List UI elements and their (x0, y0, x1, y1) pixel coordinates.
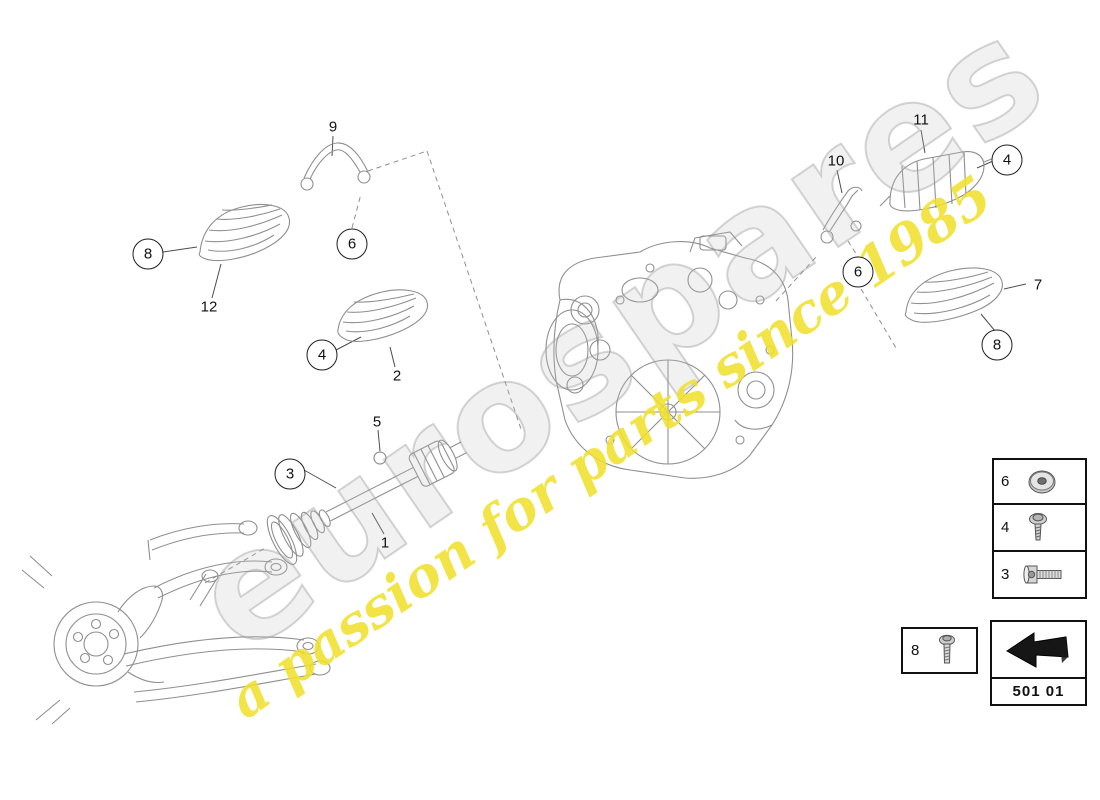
callout-11: 11 (913, 111, 929, 129)
washer-bushing-icon (1028, 470, 1056, 493)
legend-item-6: 6 (992, 458, 1087, 505)
callout-1: 1 (380, 534, 390, 552)
part-code-box: 501 01 (990, 620, 1087, 706)
callout-2: 2 (392, 367, 402, 385)
callout-12: 12 (200, 298, 218, 316)
callout-4-left: 4 (306, 339, 338, 371)
callout-8-left: 8 (132, 238, 164, 270)
dashed-construction-lines (204, 150, 897, 584)
legend-number: 6 (1001, 473, 1010, 490)
fastener-legend: 6 4 3 (992, 458, 1087, 599)
bracket-10-drawing (820, 186, 863, 244)
heat-shield-12-drawing (198, 203, 291, 262)
direction-arrow-area (992, 622, 1085, 679)
legend-number: 4 (1001, 519, 1010, 536)
bracket-9-drawing (300, 142, 371, 191)
callout-5: 5 (372, 413, 382, 431)
rear-suspension-drawing (21, 520, 331, 725)
callout-10: 10 (827, 152, 845, 170)
legend-item-4: 4 (992, 505, 1087, 552)
callout-9: 9 (328, 118, 338, 136)
callout-8-right: 8 (981, 329, 1013, 361)
legend-item-3: 3 (992, 552, 1087, 599)
callout-6-right: 6 (842, 256, 874, 288)
snap-ring-drawing (373, 451, 387, 465)
legend-item-8: 8 (901, 627, 978, 674)
legend-number: 3 (1001, 566, 1010, 583)
heat-shield-7-drawing (904, 267, 1003, 323)
callout-3: 3 (274, 458, 306, 490)
socket-head-bolt-icon (1023, 565, 1062, 583)
flange-bolt-icon (1029, 512, 1047, 540)
callout-6-left: 6 (336, 228, 368, 260)
direction-arrow-icon (1005, 631, 1069, 668)
callout-7: 7 (1033, 276, 1043, 294)
axle-shaft-drawing (266, 439, 467, 565)
gearbox-drawing (545, 231, 794, 479)
callout-4-right: 4 (991, 144, 1023, 176)
leader-lines (162, 129, 1027, 535)
hex-bolt-icon (939, 634, 955, 663)
heat-shield-2-drawing (337, 289, 429, 342)
legend-number: 8 (911, 642, 920, 659)
part-code-label: 501 01 (1012, 683, 1065, 700)
